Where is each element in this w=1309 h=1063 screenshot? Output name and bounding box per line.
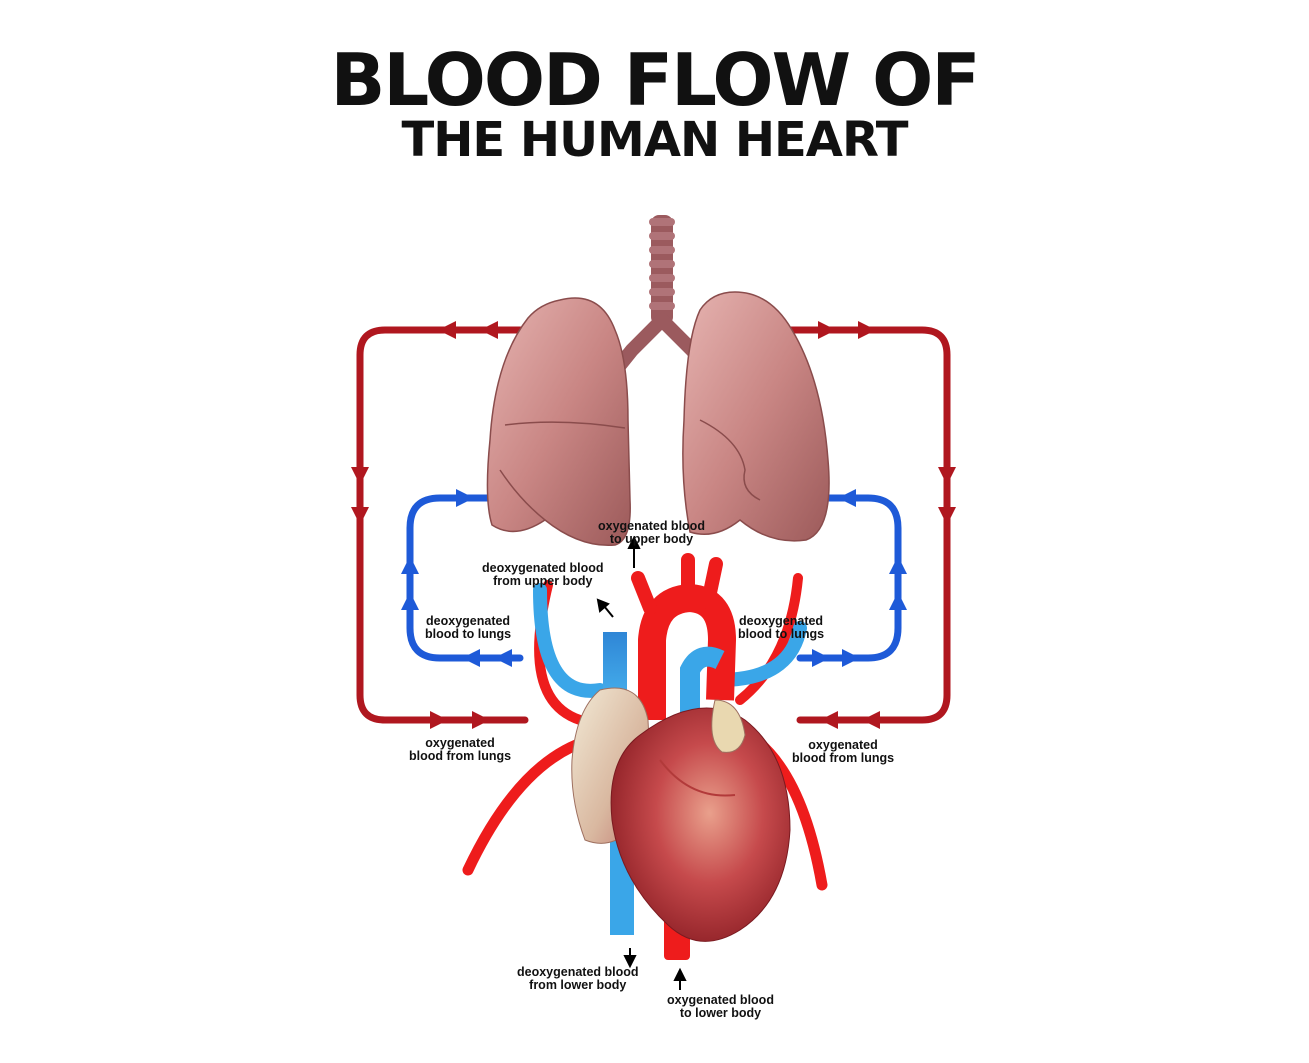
arrow-up: [401, 556, 419, 574]
label-deoxygenated-to-lungs-left: deoxygenated blood to lungs: [425, 615, 511, 641]
label-line: to lower body: [679, 1006, 762, 1020]
arrow-down: [351, 507, 369, 525]
label-deoxygenated-to-lungs-right: deoxygenated blood to lungs: [738, 615, 824, 641]
arrow-right: [456, 489, 474, 507]
oxygenated-arrows: [351, 321, 956, 729]
label-line: blood to lungs: [425, 627, 512, 641]
arrow-left: [494, 649, 512, 667]
arrow-down: [938, 507, 956, 525]
label-line: deoxygenated: [739, 614, 824, 628]
label-line: oxygenated: [808, 738, 878, 752]
label-line: from lower body: [529, 978, 627, 992]
arrow-right: [842, 649, 860, 667]
pointer-arrows: [596, 535, 687, 990]
label-oxygenated-from-lungs-left: oxygenated blood from lungs: [409, 737, 511, 763]
deoxygenated-arrows: [401, 489, 907, 667]
pulmonary-trunk: [680, 646, 725, 740]
arrow-left: [820, 711, 838, 729]
arrow-up: [889, 592, 907, 610]
arrow-right: [858, 321, 876, 339]
label-line: oxygenated: [425, 736, 495, 750]
arrow-up: [401, 592, 419, 610]
label-line: blood to lungs: [738, 627, 825, 641]
title-line-1: BLOOD FLOW OF: [330, 38, 980, 122]
deoxygenated-circuit-right: [796, 494, 902, 662]
heart: [571, 687, 791, 942]
label-oxygenated-to-lower-body: oxygenated blood to lower body: [667, 994, 774, 1020]
title-line-2: THE HUMAN HEART: [401, 112, 908, 168]
arrow-left: [480, 321, 498, 339]
arrow-right: [812, 649, 830, 667]
arrow-left: [462, 649, 480, 667]
label-deoxygenated-from-upper-body: deoxygenated blood from upper body: [482, 562, 604, 588]
label-line: to upper body: [609, 532, 694, 546]
label-line: deoxygenated blood: [517, 965, 639, 979]
arrow-right: [818, 321, 836, 339]
label-oxygenated-to-upper-body: oxygenated blood to upper body: [598, 520, 705, 546]
pulmonary-vein-right-upper: [735, 573, 803, 705]
label-line: oxygenated blood: [667, 993, 774, 1007]
label-line: blood from lungs: [409, 749, 512, 763]
deoxygenated-circuit-left: [406, 494, 524, 662]
arrow-down: [351, 467, 369, 485]
arrow-up: [889, 556, 907, 574]
left-atrium: [711, 699, 746, 753]
label-line: deoxygenated blood: [482, 561, 604, 575]
label-line: oxygenated blood: [598, 519, 705, 533]
arrow-down: [938, 467, 956, 485]
right-lung: [682, 291, 830, 542]
arrow-left: [862, 711, 880, 729]
ventricles: [610, 707, 791, 942]
label-deoxygenated-from-lower-body: deoxygenated blood from lower body: [517, 966, 639, 992]
label-line: deoxygenated: [426, 614, 511, 628]
arrow-right: [472, 711, 490, 729]
label-oxygenated-from-lungs-right: oxygenated blood from lungs: [792, 739, 894, 765]
label-line: blood from lungs: [792, 751, 895, 765]
arrow-left: [838, 489, 856, 507]
pulmonary-artery-left: [533, 583, 607, 698]
arrow-left: [438, 321, 456, 339]
arrow-right: [430, 711, 448, 729]
label-line: from upper body: [493, 574, 593, 588]
